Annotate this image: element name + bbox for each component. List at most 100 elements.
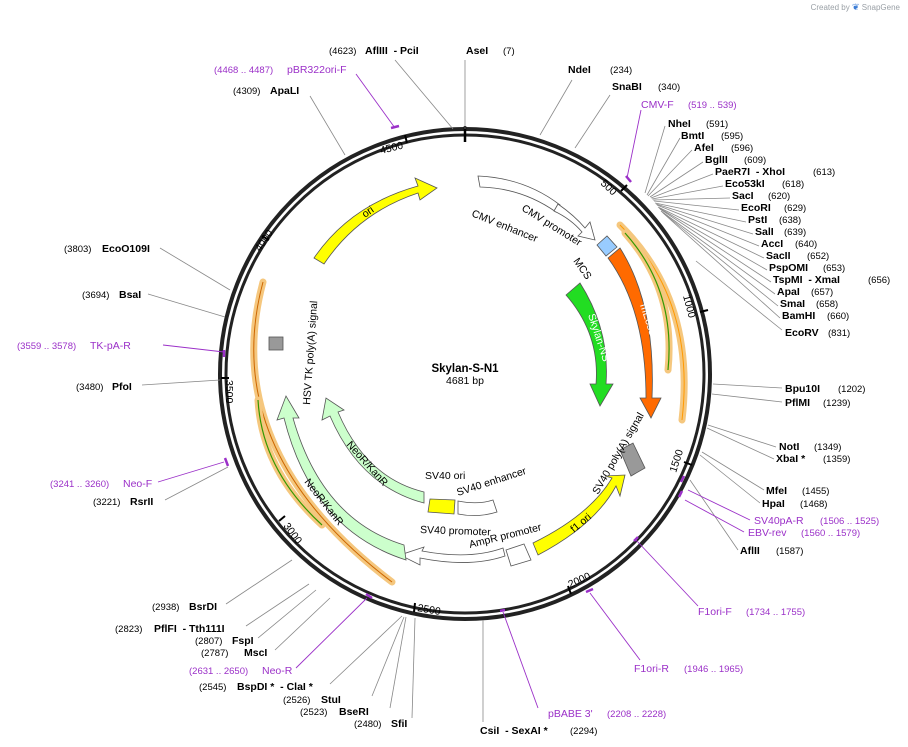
feature-sv40-polya[interactable]	[619, 442, 646, 477]
feature-neor-kanr-outer[interactable]	[276, 395, 407, 561]
enzyme-hpai[interactable]: HpaI	[762, 498, 785, 510]
leader-msci	[274, 597, 331, 651]
leader-hpai	[699, 454, 761, 504]
enzyme-mfei[interactable]: MfeI	[766, 485, 787, 497]
leader-sv40pa-r	[687, 489, 751, 521]
primer-ebv-rev[interactable]: EBV-rev	[748, 527, 787, 539]
primer-neo-r[interactable]: Neo-R	[262, 665, 293, 677]
leader-aflii	[689, 479, 739, 551]
site-pbabe3	[499, 608, 506, 613]
enzyme-fspi[interactable]: FspI	[232, 635, 254, 647]
enzyme-apali[interactable]: ApaLI	[270, 85, 299, 97]
site-f1ori-f	[633, 536, 639, 542]
leader-bamhi	[662, 212, 781, 319]
site-ebv-rev	[677, 490, 684, 498]
feature-neor-kanr-inner[interactable]	[321, 397, 425, 504]
enzyme-csii-sexai-pos: (2294)	[570, 726, 597, 737]
feature-mcs[interactable]	[596, 235, 618, 257]
enzyme-aflii[interactable]: AflII	[740, 545, 760, 557]
leader-pflfi	[245, 583, 310, 627]
enzyme-snabi[interactable]: SnaBI	[612, 81, 642, 93]
enzyme-acci[interactable]: AccI	[761, 238, 783, 250]
enzyme-ecori-pos: (629)	[784, 203, 806, 214]
feature-meos3-1[interactable]	[607, 247, 662, 419]
enzyme-csii-sexai[interactable]: CsiI - SexAI *	[480, 725, 549, 737]
enzyme-tspmi-xmai[interactable]: TspMI - XmaI	[773, 274, 840, 286]
enzyme-psti[interactable]: PstI	[748, 214, 767, 226]
leader-eco53ki	[651, 185, 724, 200]
enzyme-afei[interactable]: AfeI	[694, 142, 714, 154]
enzyme-bamhi-pos: (660)	[827, 311, 849, 322]
primer-f1ori-r[interactable]: F1ori-R	[634, 663, 669, 675]
primer-neo-r-range: (2631 .. 2650)	[189, 666, 248, 677]
feature-ampr-promoter[interactable]	[505, 543, 532, 567]
enzyme-pfoi[interactable]: PfoI	[112, 381, 132, 393]
primer-sv40pa-r[interactable]: SV40pA-R	[754, 515, 804, 527]
enzyme-bsrdi[interactable]: BsrDI	[189, 601, 217, 613]
feature-f1-ori[interactable]	[532, 474, 626, 556]
enzyme-asei[interactable]: AseI	[466, 45, 488, 57]
enzyme-saci[interactable]: SacI	[732, 190, 754, 202]
enzyme-sali-pos: (639)	[784, 227, 806, 238]
feature-mcs-label: MCS	[571, 256, 594, 282]
enzyme-bseri[interactable]: BseRI	[339, 706, 369, 718]
enzyme-msci[interactable]: MscI	[244, 647, 267, 659]
feature-sv40-enhancer[interactable]	[457, 499, 498, 516]
feature-cmv-enhancer[interactable]	[477, 175, 561, 213]
primer-tk-pa-r[interactable]: TK-pA-R	[90, 340, 131, 352]
leader-bsrdi	[225, 559, 293, 605]
feature-sv40-promoter[interactable]	[398, 546, 506, 566]
enzyme-sacii-pos: (652)	[807, 251, 829, 262]
enzyme-afei-pos: (596)	[731, 143, 753, 154]
enzyme-ecorv[interactable]: EcoRV	[785, 327, 819, 339]
enzyme-ecori[interactable]: EcoRI	[741, 202, 771, 214]
feature-skylan-ns[interactable]	[565, 282, 614, 407]
primer-neo-f[interactable]: Neo-F	[123, 478, 152, 490]
primer-pbr322ori-f[interactable]: pBR322ori-F	[287, 64, 347, 76]
enzyme-bspdi-clai[interactable]: BspDI * - ClaI *	[237, 681, 314, 693]
feature-cmv-promoter[interactable]	[553, 203, 596, 241]
primer-pbabe3-range: (2208 .. 2228)	[607, 709, 666, 720]
enzyme-bmti[interactable]: BmtI	[681, 130, 704, 142]
enzyme-sfii[interactable]: SfiI	[391, 718, 407, 730]
enzyme-stui[interactable]: StuI	[321, 694, 341, 706]
primer-pbabe3[interactable]: pBABE 3'	[548, 708, 593, 720]
enzyme-bglii[interactable]: BglII	[705, 154, 728, 166]
primer-f1ori-f[interactable]: F1ori-F	[698, 606, 732, 618]
enzyme-rsrii[interactable]: RsrII	[130, 496, 153, 508]
enzyme-pspomi[interactable]: PspOMI	[769, 262, 808, 274]
enzyme-eco53ki-pos: (618)	[782, 179, 804, 190]
leader-neo-r	[295, 597, 368, 669]
enzyme-bsai[interactable]: BsaI	[119, 289, 141, 301]
enzyme-smai[interactable]: SmaI	[780, 298, 805, 310]
primer-ebv-rev-range: (1560 .. 1579)	[801, 528, 860, 539]
enzyme-sali[interactable]: SalI	[755, 226, 774, 238]
enzyme-eco53ki[interactable]: Eco53kI	[725, 178, 765, 190]
enzyme-pflmi[interactable]: PflMI	[785, 397, 810, 409]
enzyme-nhei[interactable]: NheI	[668, 118, 691, 130]
leader-neo-f	[157, 461, 225, 483]
leader-aflIII	[394, 59, 454, 130]
primer-cmv-f[interactable]: CMV-F	[641, 99, 674, 111]
enzyme-pspomi-pos: (653)	[823, 263, 845, 274]
enzyme-eco0109i[interactable]: EcoO109I	[102, 243, 150, 255]
feature-hsv-tk-polya[interactable]	[268, 336, 284, 351]
enzyme-paer7i-xhoi[interactable]: PaeR7I - XhoI	[715, 166, 785, 178]
enzyme-bamhi[interactable]: BamHI	[782, 310, 815, 322]
enzyme-xbai[interactable]: XbaI *	[776, 453, 806, 465]
leader-ecorv	[695, 260, 783, 331]
enzyme-afliii-pcii[interactable]: AflIII - PciI	[365, 45, 419, 57]
tick-1500-mark	[683, 461, 693, 466]
feature-ori[interactable]	[313, 177, 438, 265]
feature-sv40-ori[interactable]	[427, 498, 456, 515]
enzyme-noti[interactable]: NotI	[779, 441, 799, 453]
snapgene-logo-icon: ❦	[851, 2, 860, 12]
enzyme-paer7i-xhoi-pos: (613)	[813, 167, 835, 178]
enzyme-apai[interactable]: ApaI	[777, 286, 800, 298]
enzyme-pflfi-tth111i[interactable]: PflFI - Tth111I	[154, 623, 225, 635]
tick-4500: 4500	[379, 140, 405, 157]
enzyme-sacii[interactable]: SacII	[766, 250, 791, 262]
enzyme-ndei[interactable]: NdeI	[568, 64, 591, 76]
enzyme-bpu10i[interactable]: Bpu10I	[785, 383, 820, 395]
